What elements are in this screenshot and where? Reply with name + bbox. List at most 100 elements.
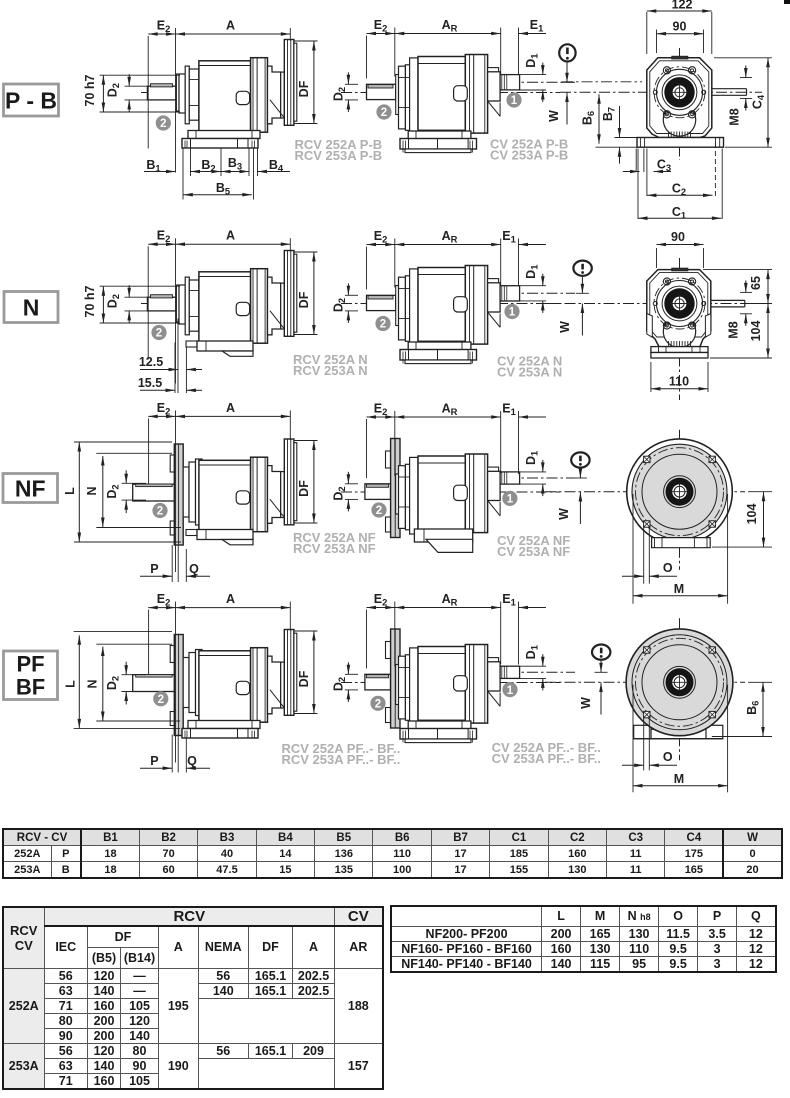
svg-text:CV 252A NF: CV 252A NF [497, 533, 570, 548]
svg-text:NF: NF [15, 475, 46, 501]
svg-text:BF: BF [16, 675, 45, 700]
svg-text:N: N [85, 486, 99, 495]
svg-text:90: 90 [673, 20, 687, 34]
svg-text:E2: E2 [374, 592, 388, 608]
svg-text:C2: C2 [672, 182, 686, 198]
svg-text:RCV 252A P-B: RCV 252A P-B [295, 137, 383, 152]
svg-text:P: P [150, 562, 158, 576]
svg-text:N: N [23, 294, 40, 320]
svg-text:E2: E2 [157, 19, 171, 35]
svg-text:N: N [86, 679, 100, 688]
svg-text:C3: C3 [657, 158, 671, 174]
svg-text:M8: M8 [727, 321, 741, 338]
svg-text:2: 2 [160, 118, 166, 130]
svg-text:E2: E2 [157, 592, 171, 608]
svg-text:E1: E1 [502, 592, 516, 608]
svg-text:2: 2 [375, 699, 381, 711]
svg-text:B6: B6 [581, 111, 597, 125]
svg-text:O: O [663, 561, 673, 575]
svg-text:C1: C1 [672, 205, 686, 221]
svg-text:E1: E1 [502, 229, 516, 245]
svg-text:AR: AR [442, 592, 458, 608]
svg-text:CV 253A PF..- BF..: CV 253A PF..- BF.. [492, 751, 601, 766]
svg-text:C4: C4 [751, 94, 767, 109]
svg-text:DF: DF [297, 480, 311, 497]
svg-text:E2: E2 [374, 402, 388, 418]
svg-text:DF: DF [297, 80, 311, 97]
svg-text:65: 65 [749, 276, 763, 290]
svg-text:W: W [547, 110, 561, 122]
svg-text:W: W [557, 508, 571, 520]
svg-text:M: M [674, 772, 684, 786]
svg-text:RCV 252A PF..- BF..: RCV 252A PF..- BF.. [282, 741, 401, 756]
svg-text:RCV 253A P-B: RCV 253A P-B [295, 148, 383, 163]
svg-text:1: 1 [507, 685, 514, 697]
svg-text:M: M [674, 582, 684, 596]
svg-text:CV 252A PF..- BF..: CV 252A PF..- BF.. [492, 740, 601, 755]
svg-text:2: 2 [380, 319, 386, 331]
svg-text:CV 253A P-B: CV 253A P-B [490, 148, 568, 163]
svg-text:CV 253A N: CV 253A N [497, 365, 562, 380]
svg-text:L: L [63, 487, 77, 495]
svg-text:2: 2 [381, 107, 387, 119]
svg-text:L: L [64, 680, 78, 688]
svg-text:1: 1 [509, 307, 516, 319]
svg-text:104: 104 [749, 321, 763, 342]
svg-text:B1: B1 [146, 158, 160, 174]
svg-text:E2: E2 [374, 229, 388, 245]
svg-text:D1: D1 [524, 53, 540, 67]
svg-text:70 h7: 70 h7 [83, 285, 97, 317]
svg-text:Q: Q [187, 754, 197, 768]
svg-text:CV 252A P-B: CV 252A P-B [490, 137, 568, 152]
svg-text:D1: D1 [524, 645, 540, 659]
svg-text:B7: B7 [601, 107, 617, 121]
svg-text:E1: E1 [530, 18, 544, 34]
svg-text:RCV 252A NF: RCV 252A NF [293, 530, 376, 545]
svg-text:P - B: P - B [5, 87, 57, 113]
svg-text:B4: B4 [269, 158, 284, 174]
svg-text:RCV 252A N: RCV 252A N [293, 352, 368, 367]
svg-text:M8: M8 [728, 108, 742, 125]
svg-text:B6: B6 [745, 701, 761, 715]
svg-text:AR: AR [442, 229, 458, 245]
svg-text:1: 1 [511, 95, 518, 107]
svg-text:D1: D1 [524, 451, 540, 465]
svg-text:W: W [558, 321, 572, 333]
svg-text:E1: E1 [502, 402, 516, 418]
svg-text:E2: E2 [157, 229, 171, 245]
svg-text:A: A [226, 19, 235, 33]
svg-text:AR: AR [442, 18, 458, 34]
svg-text:A: A [226, 229, 235, 243]
svg-text:AR: AR [442, 402, 458, 418]
svg-text:A: A [226, 401, 235, 415]
svg-text:E2: E2 [374, 18, 388, 34]
svg-text:12.5: 12.5 [139, 355, 163, 369]
svg-text:90: 90 [671, 230, 685, 244]
svg-text:2: 2 [157, 506, 163, 518]
svg-text:110: 110 [669, 375, 689, 389]
svg-text:DF: DF [297, 291, 311, 308]
svg-text:2: 2 [158, 694, 164, 706]
svg-text:DF: DF [297, 670, 311, 687]
svg-text:D2: D2 [106, 83, 122, 97]
svg-text:E2: E2 [157, 401, 171, 417]
svg-text:A: A [226, 592, 235, 606]
svg-text:RCV 253A PF..- BF..: RCV 253A PF..- BF.. [282, 752, 401, 767]
svg-text:D1: D1 [524, 265, 540, 279]
svg-text:RCV 253A NF: RCV 253A NF [293, 541, 376, 556]
svg-text:B2: B2 [201, 158, 215, 174]
svg-text:CV 252A N: CV 252A N [497, 354, 562, 369]
svg-text:D2: D2 [105, 676, 121, 690]
svg-text:D2: D2 [105, 484, 121, 498]
svg-text:RCV 253A N: RCV 253A N [293, 363, 368, 378]
svg-text:O: O [663, 750, 673, 764]
svg-text:D2: D2 [332, 298, 348, 312]
svg-text:W: W [579, 697, 593, 709]
svg-text:15.5: 15.5 [138, 376, 162, 390]
svg-text:2: 2 [156, 328, 162, 340]
svg-text:2: 2 [376, 505, 382, 517]
svg-text:D2: D2 [106, 294, 122, 308]
svg-text:P: P [150, 754, 158, 768]
svg-text:Q: Q [189, 562, 199, 576]
svg-text:104: 104 [745, 504, 759, 525]
